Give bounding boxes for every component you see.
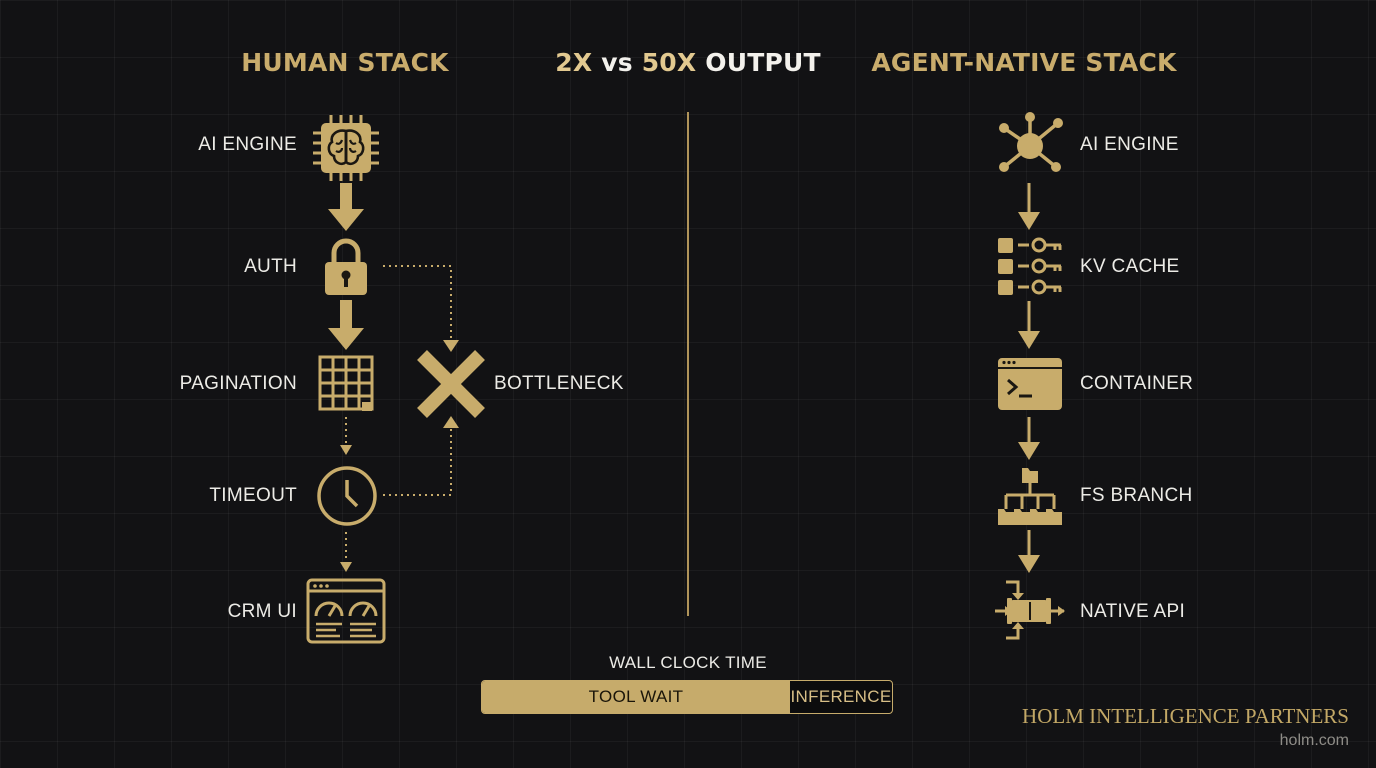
arrowhead-kv-to-container: [1018, 331, 1040, 349]
center-divider: [687, 112, 689, 616]
x-cross-icon: [417, 350, 485, 418]
folder-tree-icon: [998, 468, 1062, 525]
human-label-pagination: PAGINATION: [179, 373, 297, 394]
arrowhead-container-to-fs: [1018, 442, 1040, 460]
dotted-auth-to-bottleneck: [383, 265, 452, 340]
terminal-window-icon: [998, 358, 1062, 410]
agent-label-native-api: NATIVE API: [1080, 601, 1186, 622]
brand-name: HOLM INTELLIGENCE PARTNERS: [1022, 704, 1349, 728]
bottleneck-label: BOTTLENECK: [494, 373, 624, 394]
agent-label-fs-branch: FS BRANCH: [1080, 485, 1193, 506]
time-bar-title: WALL CLOCK TIME: [609, 653, 767, 672]
comparison-heading-output: OUTPUT: [696, 48, 821, 77]
arrowhead-pagination-to-timeout: [340, 445, 352, 455]
arrowhead-engine-to-auth: [328, 209, 364, 231]
dotted-timeout-to-bottleneck: [383, 428, 452, 496]
human-label-ai-engine: AI ENGINE: [198, 134, 297, 155]
time-bar: TOOL WAIT INFERENCE: [481, 680, 893, 714]
brand-url: holm.com: [1279, 732, 1349, 749]
comparison-heading-50x: 50X: [641, 48, 697, 77]
human-label-crm-ui: CRM UI: [227, 601, 297, 622]
human-stack-heading: HUMAN STACK: [241, 48, 449, 77]
padlock-icon: [325, 238, 367, 295]
time-bar-tool-wait: TOOL WAIT: [482, 681, 790, 713]
pipe-connector-icon: [995, 580, 1065, 640]
comparison-heading: 2X vs 50X OUTPUT: [548, 46, 828, 80]
human-label-timeout: TIMEOUT: [209, 485, 297, 506]
arrowhead-auth-to-pagination: [328, 328, 364, 350]
arrow-engine-to-auth: [340, 183, 352, 209]
clock-icon: [317, 466, 377, 526]
agent-label-ai-engine: AI ENGINE: [1080, 134, 1179, 155]
comparison-heading-2x: 2X: [555, 48, 593, 77]
human-label-auth: AUTH: [244, 256, 297, 277]
arrowhead-into-bottleneck-bottom: [443, 416, 459, 428]
comparison-heading-vs: vs: [592, 48, 642, 77]
arrow-auth-to-pagination: [340, 300, 352, 328]
arrowhead-ai-to-kv: [1018, 212, 1040, 230]
arrowhead-timeout-to-crm: [340, 562, 352, 572]
hub-network-icon: [999, 112, 1063, 172]
arrowhead-into-bottleneck-top: [443, 340, 459, 352]
agent-label-kv-cache: KV CACHE: [1080, 256, 1180, 277]
key-value-icon: [998, 237, 1062, 295]
agent-stack-heading: AGENT-NATIVE STACK: [871, 48, 1177, 77]
arrowhead-fs-to-api: [1018, 555, 1040, 573]
grid-table-icon: [318, 355, 374, 411]
brain-chip-icon: [313, 115, 379, 181]
agent-label-container: CONTAINER: [1080, 373, 1194, 394]
time-bar-inference: INFERENCE: [790, 687, 892, 706]
dashboard-gauges-icon: [306, 578, 386, 644]
